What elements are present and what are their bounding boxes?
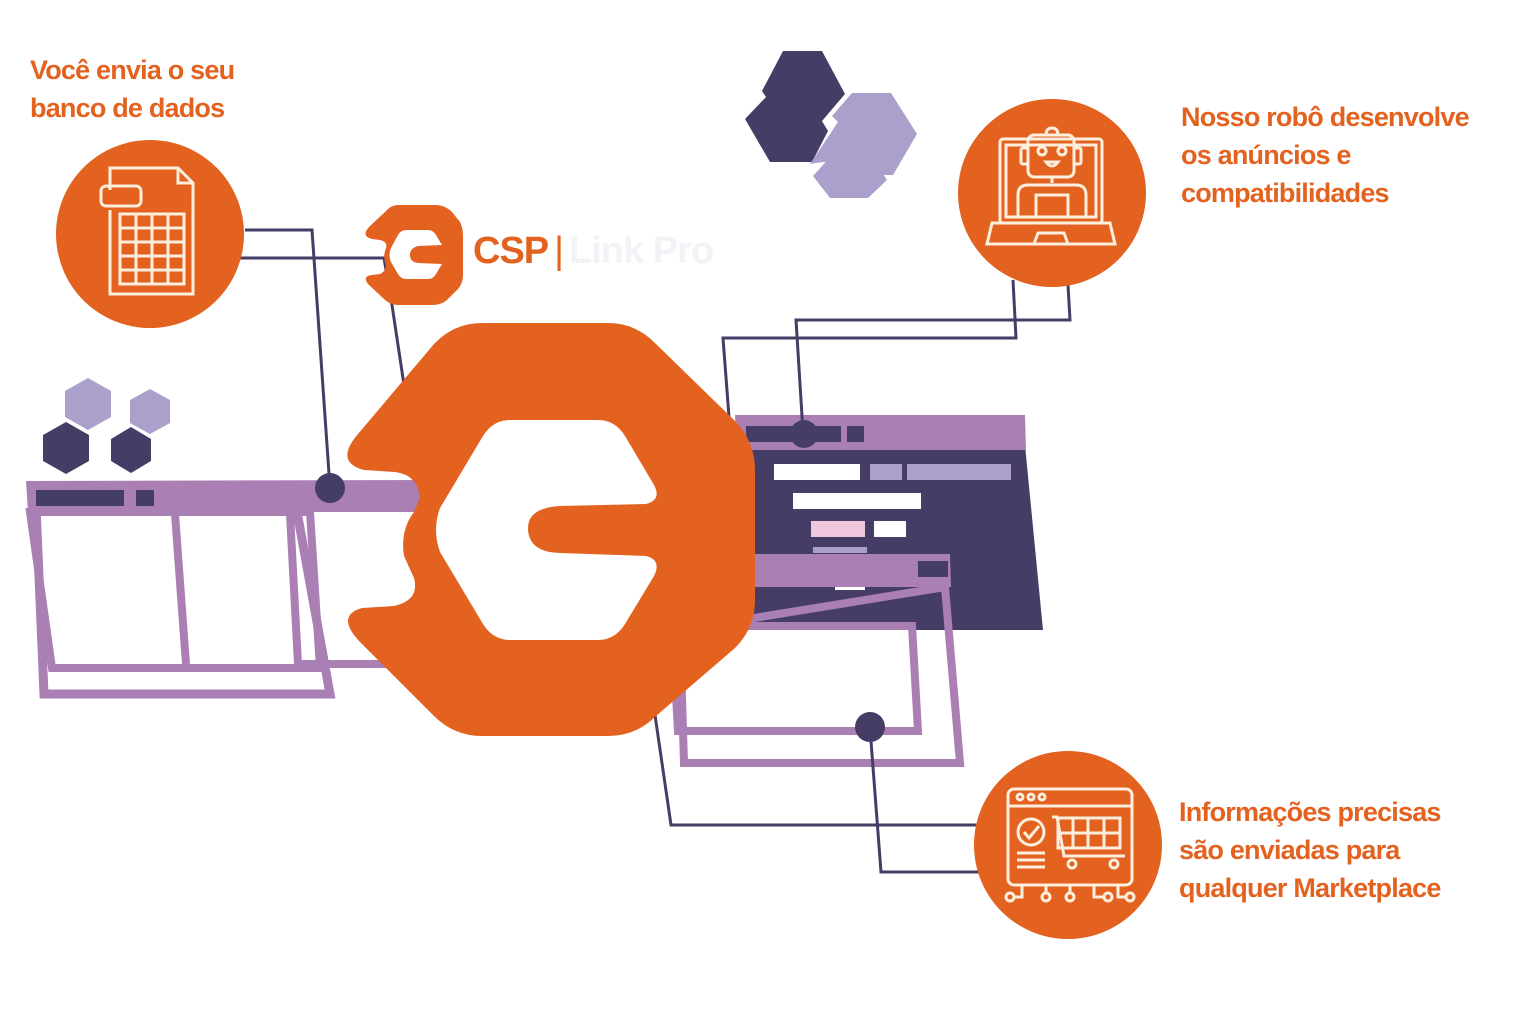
brand-logo-mark	[365, 205, 463, 305]
step-1-badge	[56, 140, 244, 328]
step-2-caption: Nosso robô desenvolve os anúncios e comp…	[1181, 98, 1470, 212]
hexagon-dark-1	[43, 422, 89, 474]
lower-window-title-block	[918, 561, 948, 577]
step-3-caption: Informações precisas são enviadas para q…	[1179, 793, 1441, 907]
lower-window-front-frame	[675, 582, 965, 767]
caption-line: qualquer Marketplace	[1179, 873, 1441, 903]
brand-separator: |	[554, 230, 564, 272]
left-window-title-small-block	[136, 490, 154, 506]
marketplace-cart-icon	[1004, 787, 1136, 903]
caption-line: são enviadas para	[1179, 835, 1400, 865]
connector-robot-to-right-window-b	[794, 284, 1072, 433]
connector-robot-to-right-window-a	[721, 279, 1018, 431]
connector-node-left	[315, 473, 345, 503]
brand-logo-octagon	[365, 205, 463, 305]
content-bar-white-3	[874, 521, 906, 537]
lower-window-line-white	[835, 587, 865, 590]
connector-node-right-top	[790, 420, 818, 448]
hexagon-dark-2	[111, 427, 151, 473]
spreadsheet-file-icon	[99, 166, 195, 296]
content-bar-white-1	[774, 464, 860, 480]
top-hexagon-cluster	[745, 51, 917, 198]
left-window-divider-2	[286, 513, 302, 665]
content-bar-lavender-3	[813, 547, 867, 553]
left-window-divider-1	[171, 513, 190, 665]
central-logo	[347, 323, 755, 736]
content-bar-lavender-1	[870, 464, 902, 480]
step-3-badge	[974, 751, 1162, 939]
hexagon-dark-top	[745, 51, 845, 162]
hexagon-light-bottom	[810, 93, 917, 175]
caption-line: Você envia o seu	[30, 55, 235, 85]
right-window-title-small-block	[847, 426, 864, 442]
hexagon-light-bottom-2	[813, 155, 887, 198]
left-hexagon-cluster	[43, 378, 170, 474]
caption-line: Informações precisas	[1179, 797, 1441, 827]
hexagon-light-2	[130, 389, 170, 434]
central-logo-cutout	[436, 420, 657, 640]
caption-line: compatibilidades	[1181, 178, 1390, 208]
left-window-title-block	[36, 490, 124, 506]
step-1-caption: Você envia o seu banco de dados	[30, 51, 235, 127]
left-browser-window	[25, 480, 430, 699]
connector-database-to-left-window	[245, 228, 332, 489]
right-browser-window	[667, 415, 1043, 767]
hexagon-light-1	[65, 378, 111, 430]
caption-line: os anúncios e	[1181, 140, 1351, 170]
central-logo-octagon	[347, 323, 755, 736]
caption-line: banco de dados	[30, 93, 225, 123]
brand-wordmark: CSP|Link Pro	[473, 230, 714, 273]
content-bar-pink	[811, 521, 865, 537]
step-2-badge	[958, 99, 1146, 287]
connector-center-to-marketplace	[653, 714, 985, 827]
content-bar-white-2	[793, 493, 921, 509]
lower-window-titlebar	[750, 554, 951, 587]
connector-node-right-bottom	[855, 712, 885, 742]
robot-laptop-icon	[985, 126, 1117, 246]
brand-product: Link Pro	[569, 230, 714, 272]
connector-lower-window-to-marketplace	[868, 727, 985, 874]
step-3-circle	[974, 751, 1162, 939]
brand-name: CSP	[473, 230, 549, 272]
content-bar-lavender-2	[907, 464, 1011, 480]
caption-line: Nosso robô desenvolve	[1181, 102, 1470, 132]
brand-logo-cutout	[389, 230, 442, 279]
